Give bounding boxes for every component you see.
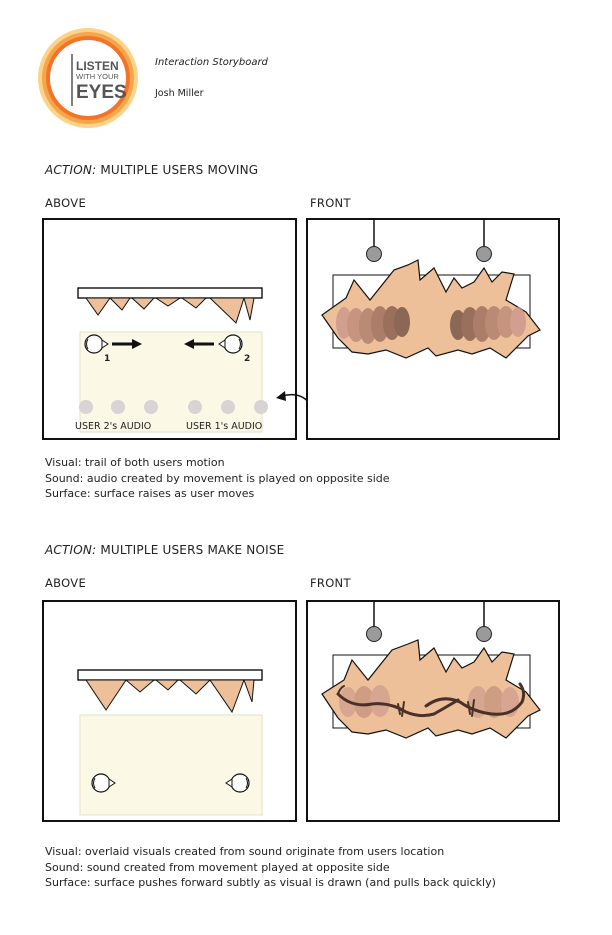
surface-shard — [130, 297, 156, 310]
scene1-front-panel — [306, 218, 560, 440]
surface-shard — [154, 679, 180, 691]
surface-shard — [243, 297, 255, 321]
surface-shard — [243, 679, 255, 703]
surface-shard — [85, 679, 127, 711]
sound-waveform — [336, 682, 526, 718]
action-text: MULTIPLE USERS MAKE NOISE — [96, 543, 285, 557]
user-1-number: 1 — [104, 354, 111, 364]
scene1-above-label: ABOVE — [45, 196, 87, 210]
scene1-above-panel: 1 2 USER 2's AUDIO USER 1's AUDIO — [42, 218, 297, 440]
user-2-head-icon — [225, 773, 250, 793]
scene2-action-heading: ACTION: MULTIPLE USERS MAKE NOISE — [45, 543, 284, 557]
surface-shard — [85, 297, 111, 316]
action-text: MULTIPLE USERS MOVING — [96, 163, 259, 177]
scene1-action-heading: ACTION: MULTIPLE USERS MOVING — [45, 163, 258, 177]
surface-shard — [178, 679, 212, 695]
sound-visual-smudge — [339, 685, 519, 718]
visual-note: Visual: trail of both users motion — [45, 456, 225, 469]
sound-note: Sound: audio created by movement is play… — [45, 471, 390, 485]
user-1-motion-arrow — [112, 339, 142, 349]
scene2-notes: Visual: overlaid visuals created from so… — [45, 844, 496, 891]
surface-shard — [180, 297, 208, 309]
surface-note: Surface: surface raises as user moves — [45, 487, 255, 500]
surface-shard — [108, 297, 131, 311]
document-title: Interaction Storyboard — [155, 57, 268, 68]
surface-bar — [77, 287, 263, 299]
scene2-above-label: ABOVE — [45, 576, 87, 590]
pendant-light-icon — [366, 626, 382, 642]
pendant-light-icon — [476, 246, 492, 262]
speaker-dot — [221, 400, 235, 414]
action-keyword: ACTION: — [45, 163, 97, 177]
speaker-dot — [188, 400, 202, 414]
listen-with-your-eyes-logo: LISTEN WITH YOUR EYES — [36, 26, 140, 130]
surface-note: Surface: surface pushes forward subtly a… — [45, 876, 496, 889]
scene2-front-panel — [306, 600, 560, 822]
surface-bar — [77, 669, 263, 681]
floor-area — [79, 714, 263, 816]
speaker-dot — [79, 400, 93, 414]
logo-text-line-1: LISTEN — [76, 59, 119, 73]
sound-note: Sound: sound created from movement playe… — [45, 860, 390, 874]
scene1-notes: Visual: trail of both users motion Sound… — [45, 455, 390, 502]
action-keyword: ACTION: — [45, 543, 97, 557]
logo-center — [50, 40, 126, 116]
user2-audio-label: USER 2's AUDIO — [75, 421, 152, 432]
speaker-dot — [144, 400, 158, 414]
logo-text-line-2: WITH YOUR — [76, 72, 119, 81]
scene1-front-label: FRONT — [310, 196, 351, 210]
user-1-head-icon — [84, 334, 109, 354]
user1-audio-label: USER 1's AUDIO — [186, 421, 263, 432]
user-1-head-icon — [91, 773, 116, 793]
logo-text-line-3: EYES — [76, 82, 127, 103]
speaker-dot — [254, 400, 268, 414]
scene2-front-label: FRONT — [310, 576, 351, 590]
surface-shard — [208, 297, 245, 324]
surface-shard — [124, 679, 156, 693]
surface-shard — [209, 679, 245, 714]
user-2-head-icon — [218, 334, 243, 354]
user-2-number: 2 — [244, 354, 251, 364]
speaker-dot — [111, 400, 125, 414]
visual-note: Visual: overlaid visuals created from so… — [45, 845, 445, 858]
motion-trail-smudge — [336, 306, 526, 344]
pendant-light-icon — [366, 246, 382, 262]
user-2-motion-arrow — [184, 339, 214, 349]
scene2-above-panel — [42, 600, 297, 822]
surface-shard — [154, 297, 182, 307]
author-name: Josh Miller — [155, 88, 204, 99]
pendant-light-icon — [476, 626, 492, 642]
